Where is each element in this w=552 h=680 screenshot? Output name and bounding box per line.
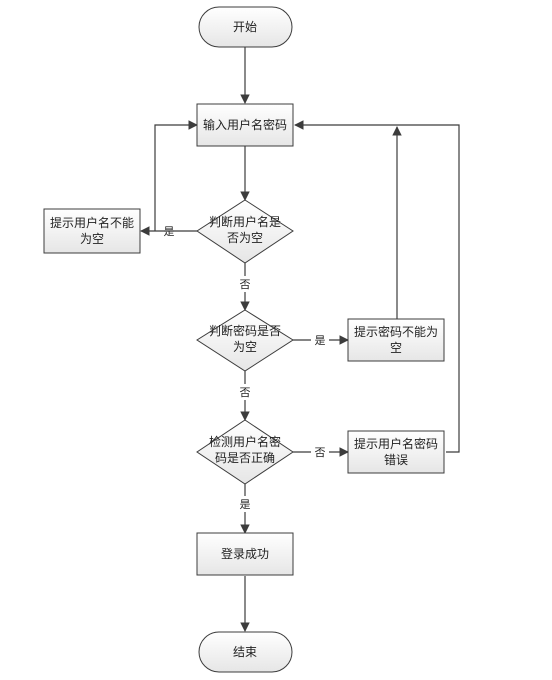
- label-user-empty-no: 否: [240, 278, 251, 291]
- edge-prompt-error-back-to-input: [294, 120, 460, 453]
- prompt-password-label-line2: 空: [390, 341, 402, 355]
- start-terminator: [198, 6, 293, 48]
- end-terminator: [198, 631, 293, 673]
- prompt-username-empty-box: [43, 208, 141, 254]
- verify-label-line2: 码是否正确: [215, 451, 275, 465]
- start-label: 开始: [233, 20, 257, 34]
- label-pwd-empty-no: 否: [240, 386, 251, 399]
- check-password-label-line1: 判断密码是否: [209, 323, 281, 338]
- end-label: 结束: [233, 645, 257, 659]
- prompt-credentials-error-box: [347, 430, 445, 474]
- login-success-box: [196, 532, 294, 576]
- prompt-password-label-line1: 提示密码不能为: [354, 324, 438, 339]
- login-success-label: 登录成功: [221, 546, 269, 561]
- prompt-password-empty-box: [347, 318, 445, 362]
- input-credentials-box: [196, 103, 294, 147]
- check-password-label-line2: 为空: [233, 340, 257, 354]
- label-verify-no: 否: [315, 446, 326, 459]
- check-username-label-line1: 判断用户名是: [209, 214, 281, 229]
- label-user-empty-yes: 是: [164, 225, 175, 238]
- input-label: 输入用户名密码: [203, 117, 287, 132]
- label-pwd-empty-yes: 是: [315, 334, 326, 347]
- prompt-error-label-line1: 提示用户名密码: [354, 436, 438, 451]
- edge-prompt-user-back-to-input: [154, 120, 198, 231]
- check-password-empty-decision: [196, 309, 294, 372]
- verify-credentials-decision: [196, 419, 294, 485]
- label-verify-yes: 是: [240, 498, 251, 511]
- prompt-error-label-line2: 错误: [384, 453, 408, 467]
- prompt-username-label-line2: 为空: [80, 232, 104, 246]
- prompt-username-label-line1: 提示用户名不能: [50, 215, 134, 230]
- check-username-label-line2: 否为空: [227, 231, 263, 245]
- verify-label-line1: 检测用户名密: [209, 434, 281, 449]
- check-username-empty-decision: [196, 199, 294, 264]
